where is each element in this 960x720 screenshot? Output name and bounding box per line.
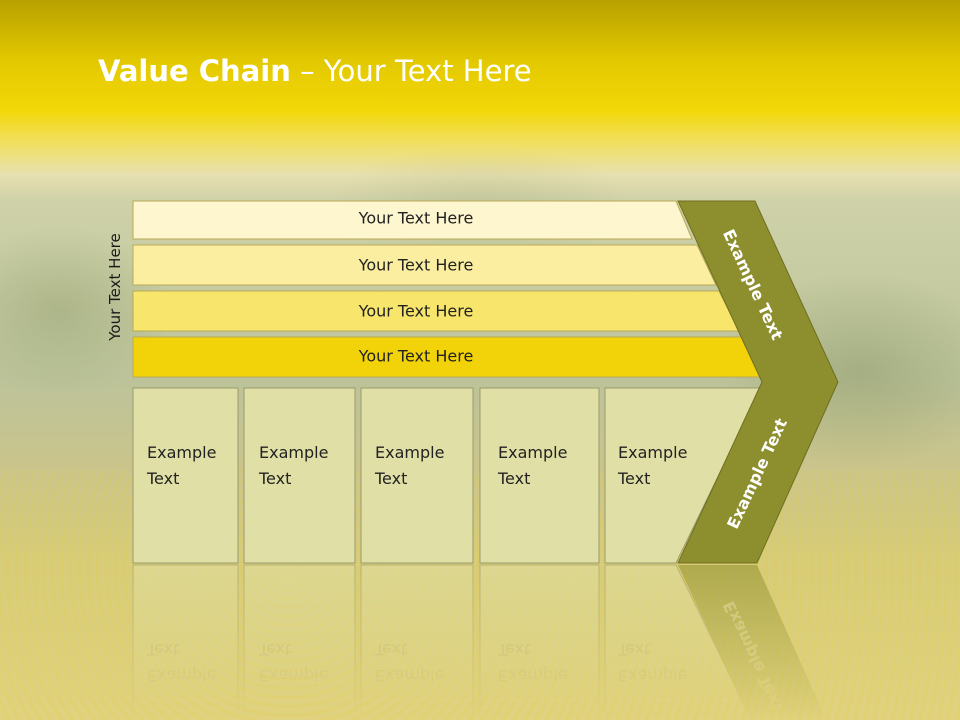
box-1	[132, 387, 239, 564]
band-3-label: Your Text Here	[358, 302, 474, 321]
band-1	[132, 200, 693, 240]
reflection-box-1-line1: Example	[147, 666, 216, 685]
reflection-box-3	[360, 564, 474, 720]
reflection-box-2	[243, 564, 356, 720]
box-3	[360, 387, 474, 564]
reflection-box-2-line1: Example	[259, 666, 328, 685]
reflection-box-4	[479, 564, 600, 720]
band-4-label: Your Text Here	[358, 347, 474, 366]
reflection-box-4-line1: Example	[498, 666, 567, 685]
box-3-line1: Example	[375, 443, 444, 462]
title-bold: Value Chain	[98, 54, 291, 88]
reflection-box-1-line2: Text	[146, 640, 179, 659]
reflection-box-1	[132, 564, 239, 720]
reflection-box-5-line2: Text	[617, 640, 650, 659]
band-2	[132, 244, 717, 286]
box-2-line1: Example	[259, 443, 328, 462]
box-2-line2: Text	[258, 469, 291, 488]
reflection-box-4-line2: Text	[497, 640, 530, 659]
box-1-line2: Text	[146, 469, 179, 488]
box-4-line2: Text	[497, 469, 530, 488]
reflection-box-3-line1: Example	[375, 666, 444, 685]
reflection-chevron	[678, 565, 827, 720]
reflection-box-5-line1: Example	[618, 666, 687, 685]
box-3-line2: Text	[374, 469, 407, 488]
box-5-line2: Text	[617, 469, 650, 488]
box-1-line1: Example	[147, 443, 216, 462]
box-2	[243, 387, 356, 564]
box-5	[604, 387, 762, 564]
reflection: Example Text Example Text Example Text E…	[132, 564, 827, 720]
slide-title: Value Chain – Your Text Here	[98, 54, 532, 88]
band-1-label: Your Text Here	[358, 209, 474, 228]
box-4	[479, 387, 600, 564]
chevron-arrow	[677, 200, 839, 564]
band-2-label: Your Text Here	[358, 256, 474, 275]
box-5-line1: Example	[618, 443, 687, 462]
box-4-line1: Example	[498, 443, 567, 462]
reflection-box-3-line2: Text	[374, 640, 407, 659]
reflection-box-2-line2: Text	[258, 640, 291, 659]
reflection-box-5	[604, 564, 752, 720]
title-rest: – Your Text Here	[290, 54, 532, 88]
